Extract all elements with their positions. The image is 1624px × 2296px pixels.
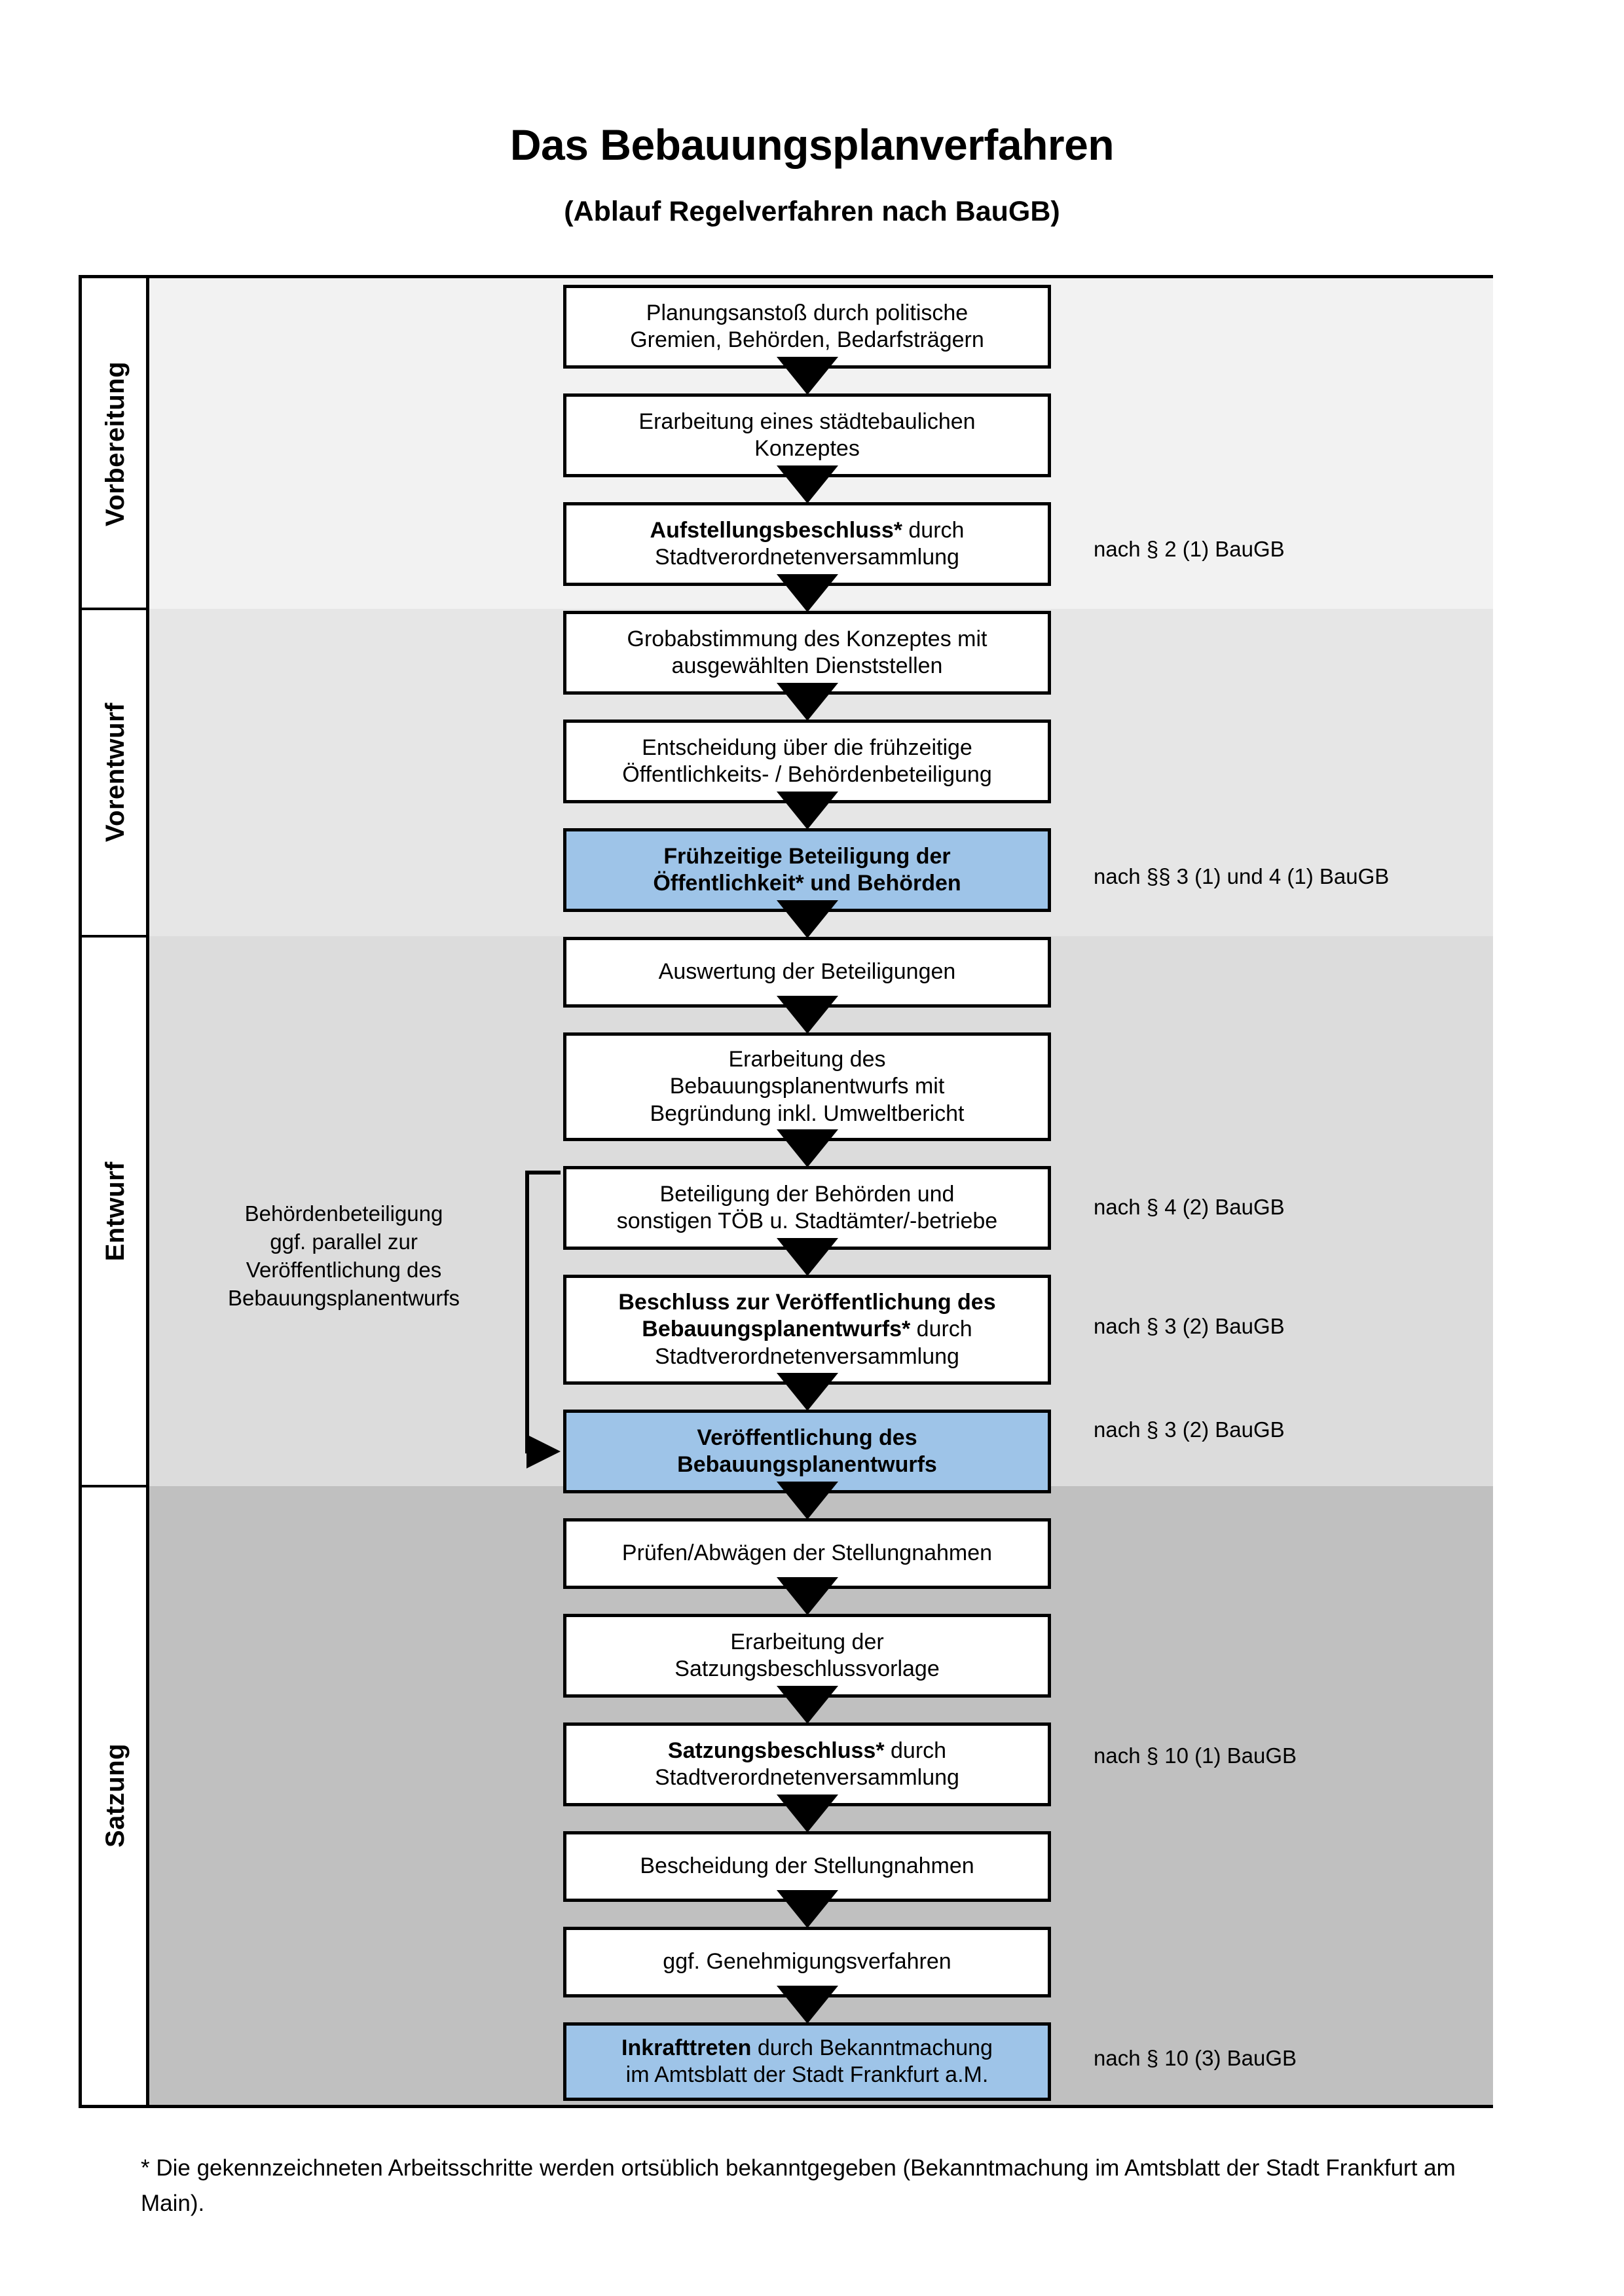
- process-box-line: Stadtverordnetenversammlung: [655, 1765, 959, 1790]
- flow-arrow-down: [776, 1129, 838, 1167]
- process-box-line: Erarbeitung der: [730, 1629, 884, 1654]
- phase-divider: [82, 608, 149, 610]
- process-box-line: Erarbeitung des: [728, 1046, 886, 1072]
- process-box-line: Entscheidung über die frühzeitige: [642, 735, 972, 760]
- phase-divider: [82, 1485, 149, 1487]
- flow-arrow-down: [776, 1890, 838, 1928]
- process-box-line: Beschluss zur Veröffentlichung des: [618, 1289, 996, 1315]
- process-box-line: Prüfen/Abwägen der Stellungnahmen: [621, 1540, 993, 1566]
- flow-arrow-down: [776, 1686, 838, 1724]
- flow-arrow-down: [776, 683, 838, 721]
- title-block: Das Bebauungsplanverfahren (Ablauf Regel…: [0, 121, 1624, 227]
- process-box-line: Aufstellungsbeschluss* durch: [650, 517, 965, 543]
- side-note-line: ggf. parallel zur: [270, 1229, 418, 1254]
- side-note-line: Bebauungsplanentwurfs: [227, 1285, 460, 1310]
- legal-reference-legal-4-2: nach § 4 (2) BauGB: [1094, 1195, 1285, 1219]
- process-box-line: Bebauungsplanentwurfs* durch: [642, 1317, 972, 1342]
- footnote: * Die gekennzeichneten Arbeitsschritte w…: [141, 2155, 1456, 2217]
- process-box-line: Planungsanstoß durch politische: [646, 300, 969, 325]
- legal-reference-legal-10-3: nach § 10 (3) BauGB: [1094, 2046, 1297, 2070]
- process-box-line: Beteiligung der Behörden und: [659, 1181, 955, 1207]
- process-box-line: Gremien, Behörden, Bedarfsträgern: [630, 327, 984, 352]
- flow-arrow-down: [776, 1577, 838, 1615]
- process-box-line: Stadtverordnetenversammlung: [655, 1343, 959, 1369]
- feedback-arrow-head: [526, 1434, 561, 1468]
- process-box-line: ausgewählten Dienststellen: [671, 653, 943, 678]
- process-box-line: Begründung inkl. Umweltbericht: [650, 1101, 965, 1126]
- process-box-line: Satzungsbeschluss* durch: [667, 1738, 947, 1763]
- side-note-line: Veröffentlichung des: [246, 1257, 442, 1282]
- process-box-line: Auswertung der Beteiligungen: [658, 959, 956, 985]
- process-box-line: Bescheidung der Stellungnahmen: [640, 1853, 974, 1879]
- process-box-line: Grobabstimmung des Konzeptes mit: [627, 626, 987, 651]
- process-box-line: im Amtsblatt der Stadt Frankfurt a.M.: [625, 2062, 989, 2087]
- flow-arrow-down: [776, 465, 838, 503]
- process-box-genehmigungsverfahren[interactable]: ggf. Genehmigungsverfahren: [563, 1927, 1051, 1997]
- process-box-line: Stadtverordnetenversammlung: [655, 545, 959, 570]
- legal-reference-legal-2-1: nach § 2 (1) BauGB: [1094, 537, 1285, 561]
- process-box-line: Inkrafttreten durch Bekanntmachung: [621, 2035, 993, 2060]
- process-box-line: Erarbeitung eines städtebaulichen: [638, 409, 976, 434]
- process-box-line: Satzungsbeschlussvorlage: [674, 1656, 940, 1681]
- flow-arrow-down: [776, 1238, 838, 1276]
- flow-arrow-down: [776, 1795, 838, 1832]
- process-box-line: ggf. Genehmigungsverfahren: [663, 1949, 951, 1975]
- flow-arrow-down: [776, 996, 838, 1034]
- legal-reference-legal-3-2-a: nach § 3 (2) BauGB: [1094, 1314, 1285, 1338]
- page-subtitle: (Ablauf Regelverfahren nach BauGB): [564, 195, 1060, 227]
- process-box-line: sonstigen TÖB u. Stadtämter/-betriebe: [616, 1209, 998, 1233]
- process-box-line: Konzeptes: [754, 436, 860, 461]
- process-box-line: Öffentlichkeit* und Behörden: [653, 871, 961, 896]
- process-box-line: Bebauungsplanentwurfs: [677, 1452, 937, 1477]
- page-title: Das Bebauungsplanverfahren: [509, 120, 1115, 169]
- legal-reference-legal-10-1: nach § 10 (1) BauGB: [1094, 1743, 1297, 1768]
- legal-reference-legal-3-2-b: nach § 3 (2) BauGB: [1094, 1417, 1285, 1442]
- flow-arrow-down: [776, 574, 838, 612]
- flow-arrow-down: [776, 357, 838, 395]
- flow-arrow-down: [776, 1373, 838, 1411]
- phase-divider: [82, 935, 149, 938]
- flow-arrow-down: [776, 1986, 838, 2024]
- feedback-loop-connector: [525, 1171, 561, 1468]
- flow-arrow-down: [776, 1482, 838, 1520]
- flow-arrow-down: [776, 792, 838, 829]
- process-box-line: Bebauungsplanentwurfs mit: [669, 1074, 945, 1099]
- flow-arrow-down: [776, 900, 838, 938]
- legal-reference-legal-3-1-4-1: nach §§ 3 (1) und 4 (1) BauGB: [1094, 864, 1390, 888]
- side-note-line: Behördenbeteiligung: [244, 1201, 443, 1226]
- process-box-line: Veröffentlichung des: [697, 1425, 917, 1450]
- process-box-line: Öffentlichkeits- / Behördenbeteiligung: [622, 762, 992, 787]
- process-box-line: Frühzeitige Beteiligung der: [663, 843, 951, 869]
